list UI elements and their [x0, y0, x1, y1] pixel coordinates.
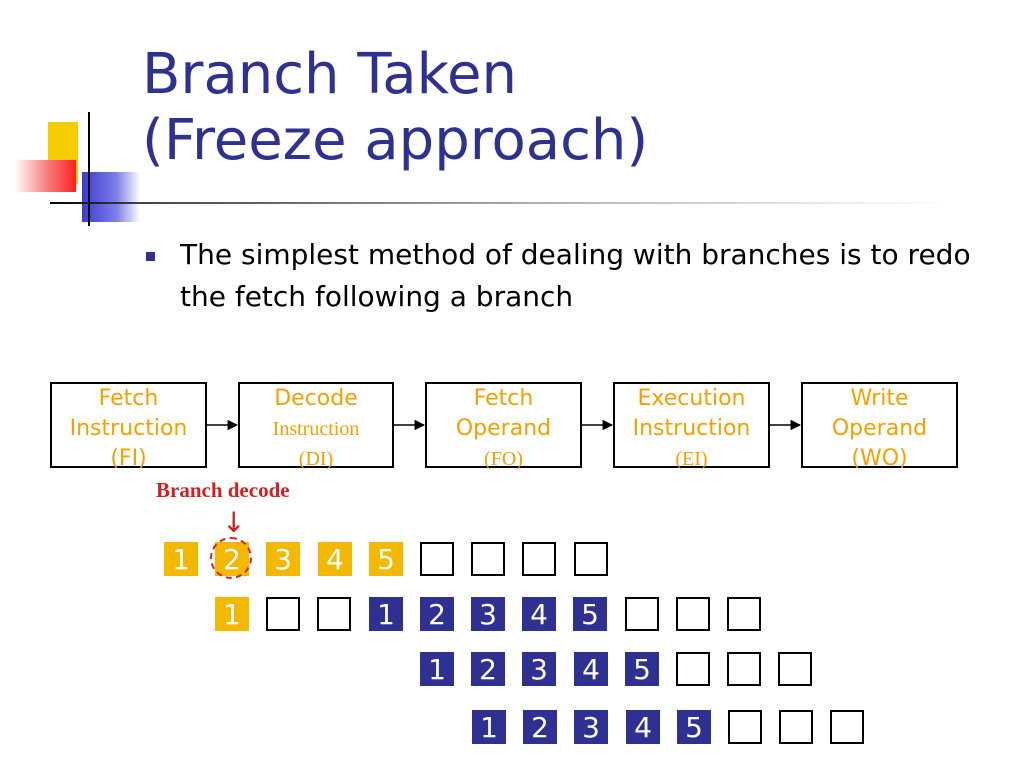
- timing-cell-blue: 2: [471, 652, 505, 686]
- timing-cell-empty: [625, 597, 659, 631]
- stage-abbrev: (DI): [298, 448, 334, 470]
- stage-decode-instruction: Decode Instruction (DI): [238, 382, 394, 470]
- stage-line: Instruction: [272, 418, 360, 440]
- timing-cell-empty: [574, 542, 608, 576]
- timing-cell-empty: [676, 597, 710, 631]
- stage-line: Operand: [455, 416, 552, 441]
- stage-line: Fetch: [98, 386, 159, 411]
- timing-cell-empty: [830, 710, 864, 744]
- timing-cell-empty: [317, 597, 351, 631]
- timing-cell-yellow: 1: [164, 542, 198, 576]
- branch-highlight-circle: [210, 537, 252, 579]
- stage-fetch-operand: Fetch Operand (FO): [425, 382, 582, 470]
- stage-abbrev: (EI): [675, 448, 708, 470]
- slide-title-line-1: Branch Taken: [142, 42, 517, 107]
- timing-cell-blue: 5: [573, 597, 607, 631]
- timing-cell-empty: [727, 652, 761, 686]
- timing-cell-blue: 1: [472, 710, 506, 744]
- decor-red-bar: [14, 160, 76, 192]
- timing-cell-blue: 4: [574, 652, 608, 686]
- stage-line: Fetch: [473, 386, 534, 411]
- stage-line: Execution: [637, 386, 746, 411]
- timing-cell-yellow: 3: [266, 542, 300, 576]
- timing-cell-empty: [728, 710, 762, 744]
- decor-blue-square: [82, 172, 140, 222]
- timing-cell-empty: [779, 710, 813, 744]
- timing-cell-blue: 3: [471, 597, 505, 631]
- bullet-square-icon: [146, 252, 155, 261]
- timing-cell-blue: 1: [420, 652, 454, 686]
- decor-vertical-line: [88, 112, 90, 226]
- stage-abbrev: (FO): [484, 448, 523, 470]
- timing-cell-blue: 3: [574, 710, 608, 744]
- timing-cell-blue: 1: [369, 597, 403, 631]
- stage-line: Operand: [831, 416, 928, 441]
- slide-title: Branch Taken (Freeze approach): [142, 42, 648, 174]
- bullet-text: The simplest method of dealing with bran…: [180, 238, 971, 313]
- timing-cell-empty: [778, 652, 812, 686]
- timing-cell-empty: [266, 597, 300, 631]
- timing-cell-yellow: 4: [318, 542, 352, 576]
- timing-cell-yellow: 5: [369, 542, 403, 576]
- stage-abbrev: (FI): [110, 446, 147, 471]
- timing-cell-blue: 2: [523, 710, 557, 744]
- stage-write-operand: Write Operand (WO): [801, 382, 958, 471]
- timing-cell-empty: [727, 597, 761, 631]
- stage-line: Write: [850, 386, 909, 411]
- timing-cell-empty: [522, 542, 556, 576]
- timing-cell-blue: 4: [626, 710, 660, 744]
- timing-cell-blue: 5: [625, 652, 659, 686]
- timing-cell-yellow: 1: [215, 597, 249, 631]
- timing-cell-blue: 2: [420, 597, 454, 631]
- timing-cell-blue: 3: [522, 652, 556, 686]
- timing-cell-blue: 4: [522, 597, 556, 631]
- stage-line: Instruction: [632, 416, 751, 441]
- stage-abbrev: (WO): [851, 446, 908, 471]
- timing-cell-empty: [676, 652, 710, 686]
- slide-title-line-2: (Freeze approach): [142, 108, 649, 173]
- timing-cell-blue: 5: [677, 710, 711, 744]
- timing-cell-empty: [471, 542, 505, 576]
- timing-cell-empty: [420, 542, 454, 576]
- stage-line: Instruction: [69, 416, 188, 441]
- title-underline: [50, 202, 950, 204]
- stage-fetch-instruction: Fetch Instruction (FI): [50, 382, 207, 471]
- branch-decode-label: Branch decode: [156, 478, 290, 502]
- stage-line: Decode: [274, 386, 358, 411]
- stage-execution-instruction: Execution Instruction (EI): [613, 382, 770, 470]
